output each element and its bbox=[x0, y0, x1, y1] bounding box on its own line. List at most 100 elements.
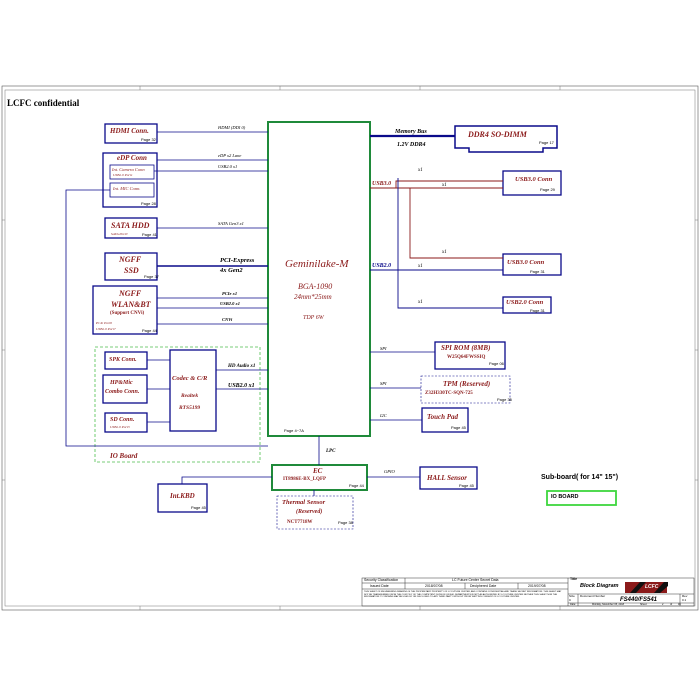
hdmi-box bbox=[104, 123, 158, 144]
ddr4-page: Page 17 bbox=[539, 140, 554, 145]
tb-notice: THIS SHEET OF ENGINEERING DRAWING IS THE… bbox=[364, 591, 562, 599]
lcfc-logo bbox=[625, 582, 668, 593]
usb20-box bbox=[502, 296, 552, 314]
hdmi-label: HDMI Conn. bbox=[110, 127, 149, 135]
inner-frame bbox=[4, 89, 696, 607]
sig-edp: eDP x2 Lane bbox=[218, 153, 242, 158]
ec-box bbox=[271, 464, 368, 491]
spirom-label: SPI ROM (8MB) bbox=[441, 344, 491, 352]
spk-label: SPK Conn. bbox=[109, 357, 137, 363]
tb-company: LC Future Center Secret Data bbox=[452, 578, 499, 582]
hall-page: Page 45 bbox=[459, 483, 474, 488]
codec-label3: RTS5199 bbox=[179, 405, 201, 411]
sig-edp-usb: USB2.0 x1 bbox=[218, 164, 238, 169]
tb-date: Date: bbox=[570, 603, 576, 606]
usb30b-label: USB3.0 Conn bbox=[507, 259, 545, 266]
tb-logo-text: LCFC bbox=[645, 584, 659, 590]
cpu-tdp: TDP 6W bbox=[303, 315, 324, 321]
title-block-grid bbox=[361, 577, 695, 607]
edp-box bbox=[102, 152, 158, 208]
usb20-page: Page 31 bbox=[530, 308, 545, 313]
wlan-sub2: USB2.0 Port7 bbox=[96, 327, 116, 331]
tb-sheet-val: 2 bbox=[662, 603, 664, 606]
tb-date-val: Monday, November 05, 2018 bbox=[592, 603, 625, 606]
subboard-io-box bbox=[546, 490, 617, 506]
codec-box bbox=[169, 349, 217, 432]
tb-docnum-val: FS440/FS541 bbox=[620, 597, 658, 603]
usb30a-label: USB3.0 Conn bbox=[515, 176, 553, 183]
wlan-label1: NGFF bbox=[119, 289, 142, 298]
hall-box bbox=[419, 466, 478, 490]
sig-mem2: 1.2V DDR4 bbox=[397, 142, 426, 148]
sig-wlan-cnvi: CNVi bbox=[222, 317, 233, 322]
hpmic-label1: HP&Mic bbox=[110, 380, 133, 386]
touchpad-label: Touch Pad bbox=[427, 413, 459, 421]
usb30a-box bbox=[502, 170, 562, 196]
ec-label: EC bbox=[313, 467, 323, 475]
sig-pcie2: 4x Gen2 bbox=[220, 267, 243, 274]
ssd-page: Page 37 bbox=[144, 274, 159, 279]
sig-hdmi: HDMI (DDI 0) bbox=[218, 125, 246, 130]
sig-mem1: Memory Bus bbox=[395, 129, 427, 135]
hpmic-label2: Combo Conn. bbox=[105, 389, 140, 395]
sig-wlan-pcie: PCIe x1 bbox=[222, 291, 238, 296]
tb-docnum: Document Number bbox=[580, 594, 606, 598]
codec-label2: Realtek bbox=[181, 393, 199, 399]
ec-page: Page 44 bbox=[349, 483, 364, 488]
camera-subbox bbox=[109, 164, 155, 180]
usb30a-page: Page 29 bbox=[540, 187, 555, 192]
tb-rev: Rev bbox=[682, 594, 688, 598]
thermal-label2: (Reserved) bbox=[296, 509, 323, 515]
sig-x1-b: x1 bbox=[442, 183, 447, 188]
usb30b-page: Page 31 bbox=[530, 269, 545, 274]
sd-sub: USB2.0 Port3 bbox=[110, 425, 130, 429]
kbd-box bbox=[157, 483, 208, 513]
sig-spi1: SPI bbox=[380, 346, 387, 351]
sig-spi2: SPI bbox=[380, 381, 387, 386]
sig-gpio: GPIO bbox=[384, 469, 395, 474]
thermal-dashed bbox=[276, 495, 354, 530]
cpu-package: BGA-1090 bbox=[298, 282, 333, 291]
tb-issued: Issued Date bbox=[370, 584, 389, 588]
cpu-size: 24mm*25mm bbox=[294, 293, 332, 301]
thermal-label1: Thermal Sensor bbox=[282, 499, 326, 506]
subboard-io: IO BOARD bbox=[551, 494, 579, 500]
sig-hda: HD Audio x1 bbox=[228, 364, 256, 369]
tb-rev-val: 0.1 bbox=[682, 598, 687, 602]
sig-x1-e: x1 bbox=[418, 300, 423, 305]
sig-lpc: LPC bbox=[326, 449, 336, 454]
wlan-label3: (Support CNVi) bbox=[110, 311, 145, 316]
frame-ticks bbox=[2, 86, 698, 610]
sig-pcie1: PCI-Express bbox=[220, 257, 255, 264]
ssd-label2: SSD bbox=[124, 266, 139, 275]
sata-page: Page 41 bbox=[142, 232, 157, 237]
tb-size: Size bbox=[569, 594, 575, 598]
sig-usb20: USB2.0 bbox=[372, 263, 392, 269]
sata-sub: SATA Port0 bbox=[111, 232, 128, 236]
tb-doc-title: Block Diagram bbox=[580, 583, 619, 589]
sig-x1-d: x1 bbox=[418, 264, 423, 269]
spirom-box bbox=[434, 341, 506, 370]
codec-label1: Codec & C/R bbox=[172, 375, 208, 382]
kbd-page: Page 45 bbox=[191, 505, 206, 510]
camera-sub: USB2.0 Port1 bbox=[113, 173, 133, 177]
tb-of-val: 46 bbox=[678, 603, 681, 606]
io-board-dashed bbox=[94, 346, 261, 463]
sig-usb30: USB3.0 bbox=[372, 181, 392, 187]
io-board-label: IO Board bbox=[110, 452, 138, 460]
wlan-page: Page 44 bbox=[142, 328, 157, 333]
sig-x1-a: x1 bbox=[418, 168, 423, 173]
tpm-label: TPM (Reserved) bbox=[443, 380, 491, 388]
tb-sheet: Sheet bbox=[640, 603, 647, 606]
wlan-sub1: PCIe Port0 bbox=[96, 321, 113, 325]
sig-sata: SATA Gen3 x1 bbox=[218, 221, 244, 226]
spirom-part: W25Q64FWSSIQ bbox=[447, 355, 486, 360]
cpu-box bbox=[267, 121, 371, 437]
confidential-header: LCFC confidential bbox=[7, 98, 80, 108]
cpu-page: Page 4~7A bbox=[284, 428, 304, 433]
spirom-page: Page 06 bbox=[489, 361, 504, 366]
usb30b-box bbox=[502, 253, 562, 276]
ssd-label1: NGFF bbox=[119, 255, 142, 264]
